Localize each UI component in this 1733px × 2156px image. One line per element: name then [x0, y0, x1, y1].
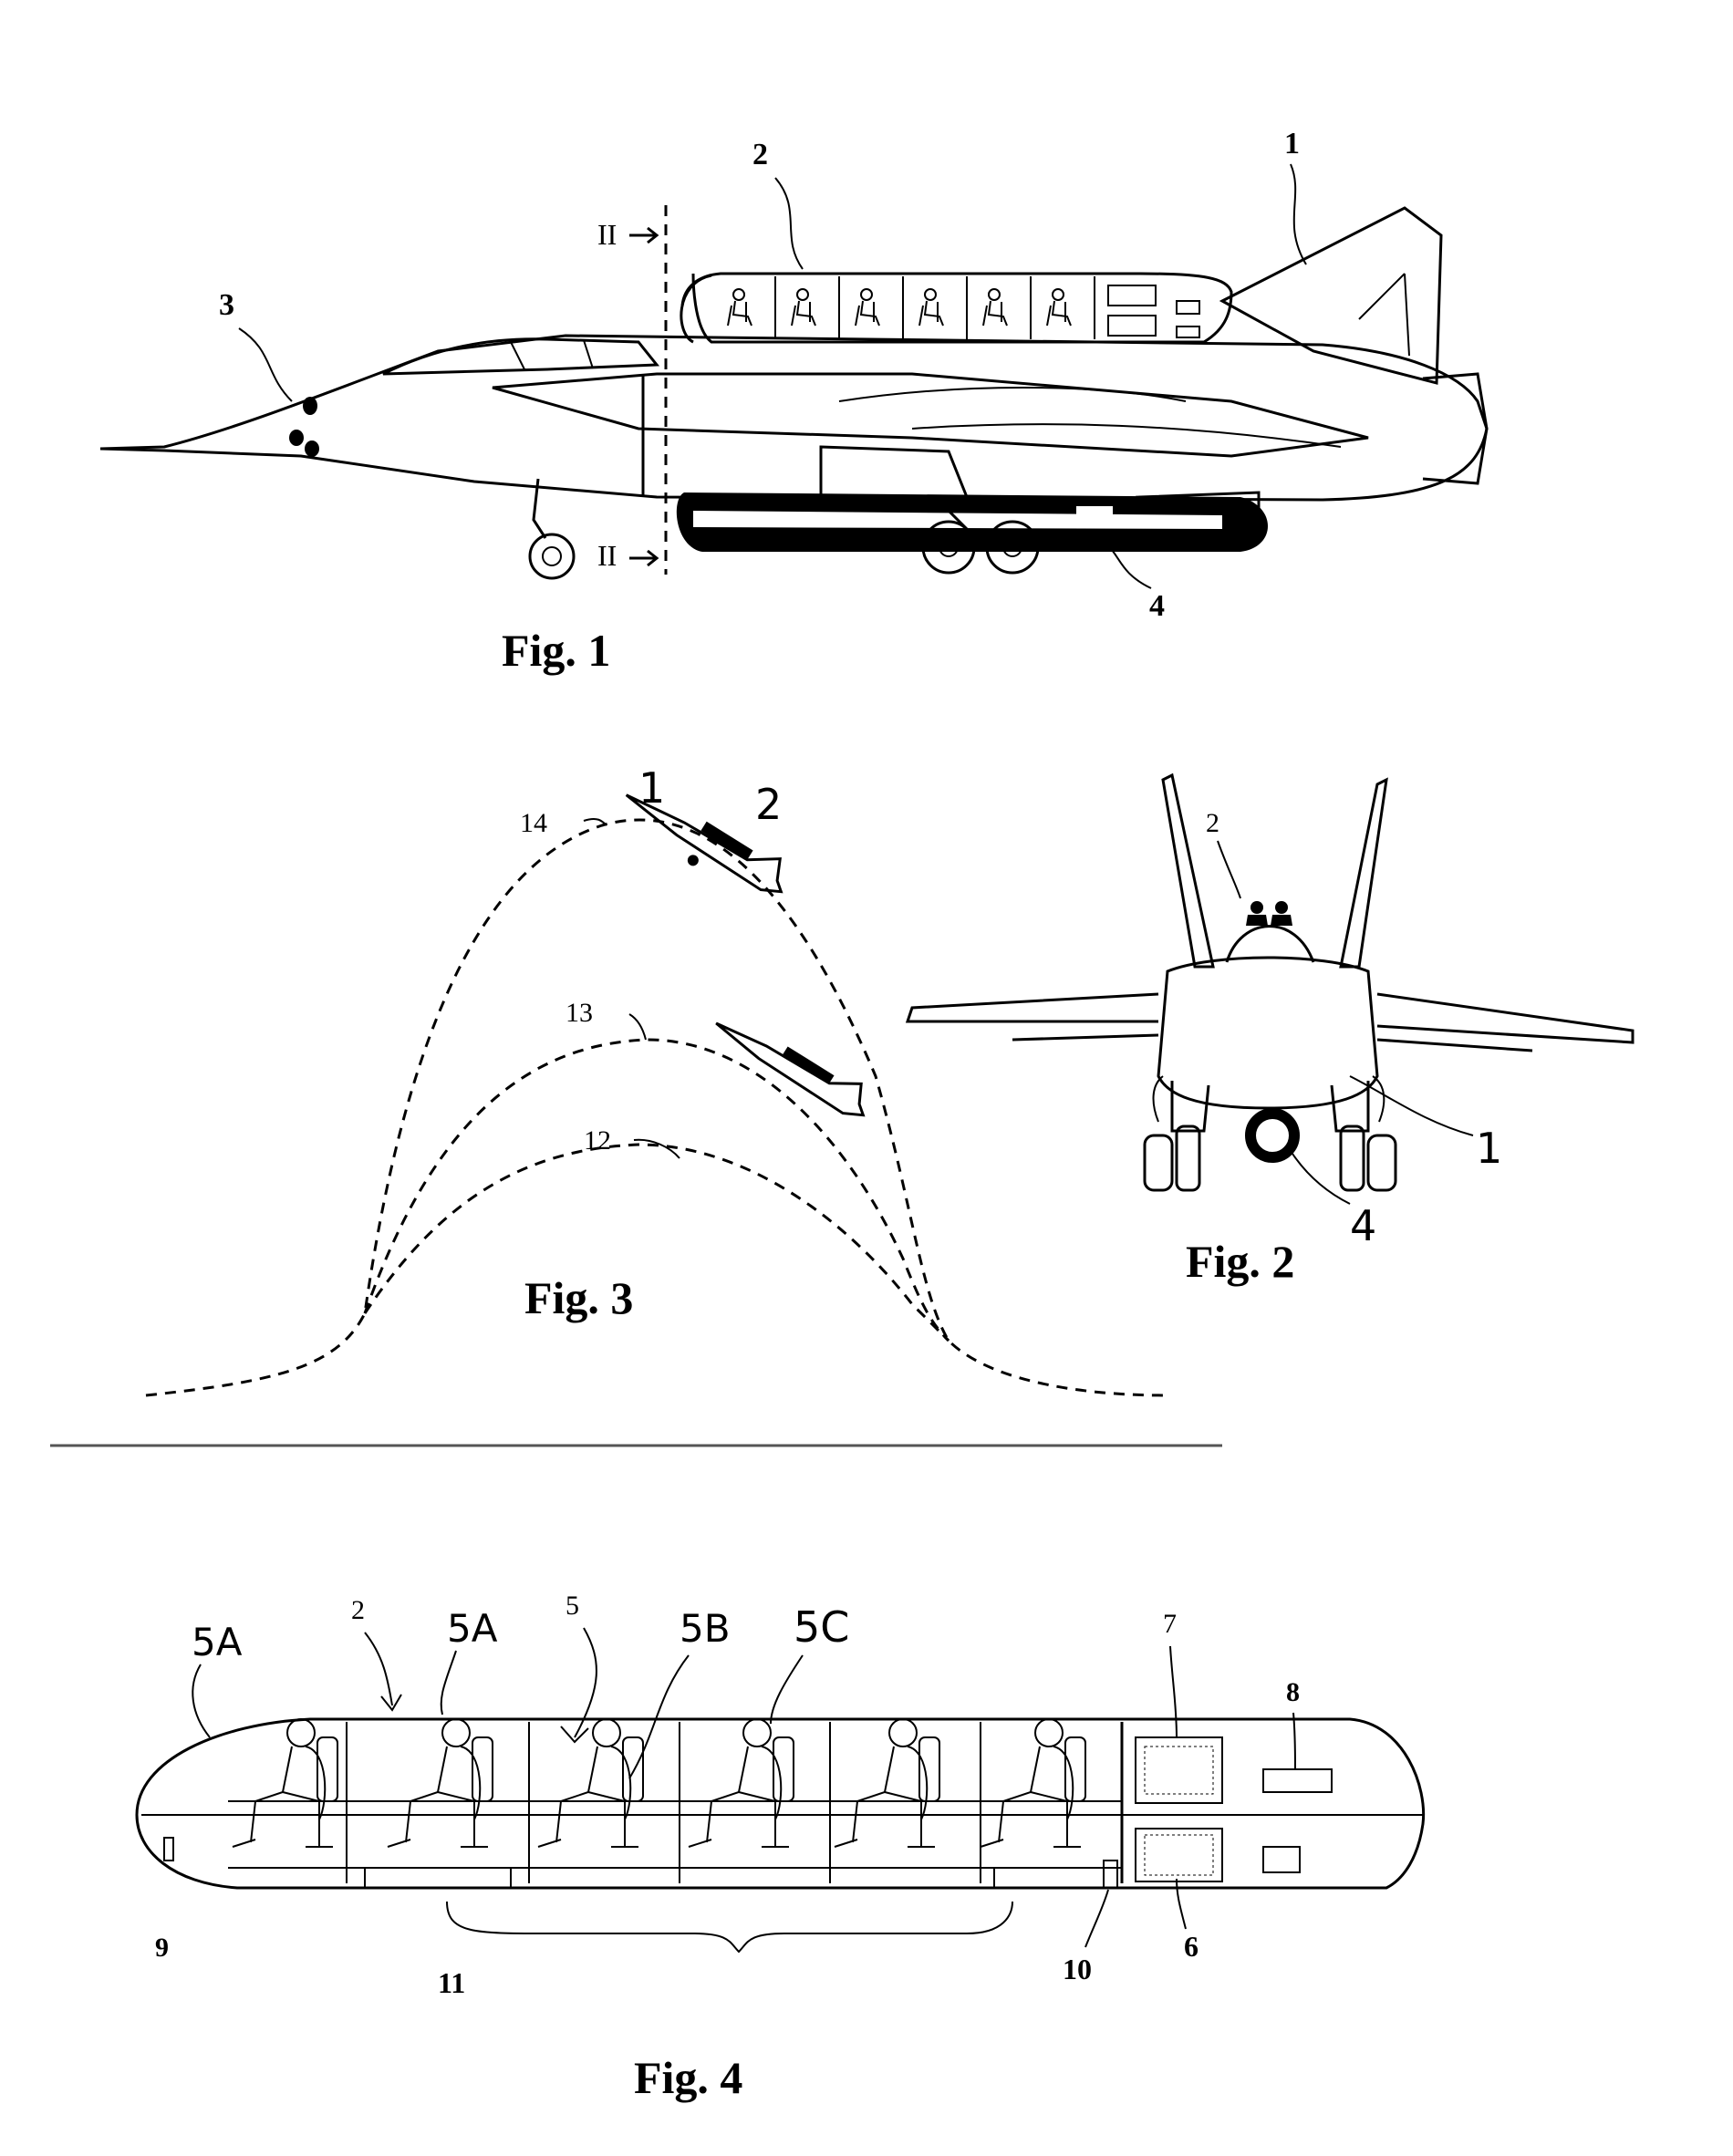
fig2-cabin-module: [1225, 925, 1315, 963]
fig4-label-5C: 5C: [794, 1602, 849, 1652]
fig4-passenger-3: [537, 1718, 644, 1848]
fig4-passenger-4: [688, 1718, 794, 1848]
fig4-label-5: 5: [566, 1591, 579, 1621]
fig2-label-2: 2: [1206, 808, 1219, 838]
fig1-label-1: 1: [1284, 127, 1300, 161]
fig4-label-11: 11: [438, 1966, 465, 1999]
fig4-label-6: 6: [1184, 1930, 1199, 1963]
fig4-front-fitting: [163, 1837, 174, 1861]
fig1-main-gear: [819, 445, 1040, 575]
fig2-label-1: 1: [1476, 1124, 1502, 1173]
fig3-label-1: 1: [638, 763, 665, 813]
fig3-label-2: 2: [755, 780, 782, 829]
fig2-fin-right: [1339, 777, 1388, 969]
fig1-wing: [492, 372, 1369, 458]
fig2-passengers: [1246, 901, 1292, 926]
fig4-label-10: 10: [1063, 1953, 1092, 1985]
fig4-floor-brace: [446, 1901, 1013, 1954]
fig4-label-9: 9: [155, 1933, 169, 1963]
fig1-label-2: 2: [752, 138, 768, 171]
fig4-passenger-5: [834, 1718, 940, 1848]
fig4-passenger-6: [980, 1718, 1086, 1848]
fig1-cabin-module: [680, 272, 1233, 344]
fig1-passengers: [727, 288, 1072, 327]
fig1-tail-fin: [1219, 206, 1443, 385]
fig4-label-2: 2: [351, 1595, 365, 1625]
fig3-aircraft-mid: [715, 1021, 866, 1117]
fig3-aircraft-high: [625, 793, 783, 894]
fig1-nose-gear: [528, 478, 576, 580]
fig4-rear-fitting: [1103, 1860, 1118, 1889]
fig1-label-4: 4: [1149, 589, 1165, 623]
fig4-passenger-1: [232, 1718, 338, 1848]
fig1-nozzle: [1422, 372, 1489, 485]
fig1-fuel-tank: [676, 492, 1268, 552]
fig3-label-14: 14: [520, 808, 547, 838]
fig4-label-5B: 5B: [680, 1606, 731, 1651]
fig4-passenger-2: [387, 1718, 493, 1848]
fig2-fuselage: [1157, 956, 1379, 1110]
fig1-fuselage: [99, 334, 1489, 502]
fig1-label-3: 3: [219, 288, 234, 322]
fig2-label-4: 4: [1350, 1201, 1376, 1250]
fig4-small-panel: [1262, 1768, 1333, 1793]
fig2-wing-right: [1376, 992, 1634, 1044]
fig4-module-outline: [135, 1717, 1426, 1890]
fig4-label-7: 7: [1163, 1609, 1177, 1639]
figure-4: 2 5A 5A 5 5B 5C 7 8 9 11 10 6 Fig. 4: [135, 1591, 1426, 2103]
fig1-canopy: [382, 337, 660, 376]
fig2-caption: Fig. 2: [1186, 1236, 1294, 1287]
fig2-fin-left: [1161, 772, 1215, 969]
fig1-section-marker-top: II: [597, 218, 617, 251]
fig3-caption: Fig. 3: [524, 1272, 633, 1323]
fig4-passengers: [232, 1718, 1086, 1848]
figure-1: II II 1 2 3 4 Fig. 1: [99, 127, 1489, 676]
fig4-label-8: 8: [1286, 1677, 1300, 1707]
fig4-caption: Fig. 4: [634, 2052, 742, 2103]
fig2-wing-left: [905, 992, 1159, 1023]
fig3-label-12: 12: [584, 1125, 611, 1156]
fig3-trajectory-mid: [363, 1038, 950, 1342]
fig1-section-marker-bottom: II: [597, 539, 617, 572]
fig3-label-13: 13: [566, 998, 593, 1028]
fig3-trajectory-high: [145, 818, 1168, 1397]
fig4-equipment-lower: [1135, 1828, 1223, 1882]
fig3-trajectory-low: [363, 1143, 950, 1342]
fig4-label-5A-second: 5A: [447, 1606, 498, 1651]
fig2-fuel-tank: [1245, 1108, 1300, 1163]
fig4-equipment-upper: [1135, 1736, 1223, 1804]
figure-3: 14 1 2 13 12 Fig. 3: [50, 763, 1222, 1447]
fig4-label-5A-front: 5A: [192, 1620, 243, 1664]
figure-2: 2 1 4 Fig. 2: [905, 772, 1634, 1287]
fig1-nose-sensor: [289, 397, 319, 457]
fig1-caption: Fig. 1: [502, 625, 610, 676]
